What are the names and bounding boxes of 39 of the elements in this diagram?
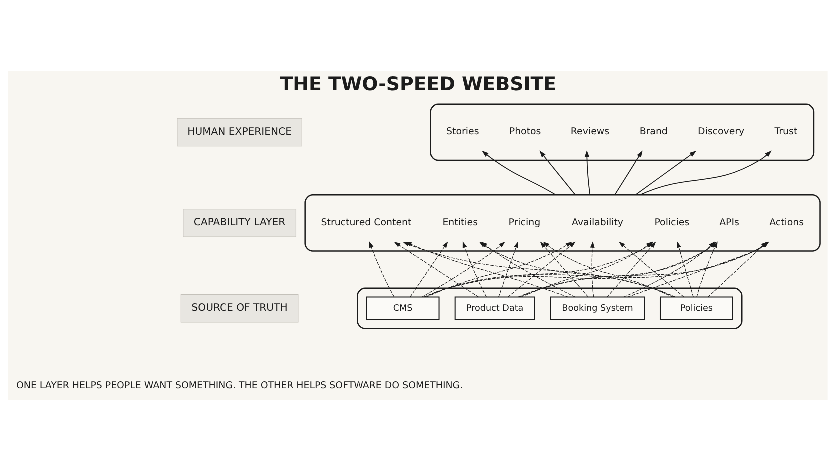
node-text: Actions bbox=[770, 217, 804, 228]
node-text: Pricing bbox=[508, 217, 541, 228]
node-text: Stories bbox=[446, 126, 480, 138]
arrow bbox=[482, 150, 557, 196]
node-text: Discovery bbox=[698, 126, 745, 138]
arrow bbox=[584, 150, 591, 196]
node-text: Structured Content bbox=[321, 217, 412, 228]
arrow bbox=[508, 242, 576, 298]
cluster bbox=[430, 104, 815, 162]
arrow bbox=[369, 242, 395, 298]
arrow bbox=[481, 242, 576, 298]
cluster bbox=[357, 288, 743, 330]
node-text: Policies bbox=[654, 217, 690, 228]
node-box: Booking System bbox=[550, 296, 646, 320]
arrow bbox=[640, 150, 772, 196]
diagram-title: THE TWO-SPEED WEBSITE bbox=[280, 74, 557, 96]
node-text: Brand bbox=[640, 126, 668, 138]
caption: ONE LAYER HELPS PEOPLE WANT SOMETHING. THE OTHER HELPS SOFTWARE DO SOMETHING. bbox=[16, 380, 464, 392]
node-box: Product Data bbox=[454, 296, 536, 320]
node-text: Trust bbox=[774, 126, 798, 138]
node-box: CAPABILITY LAYER bbox=[183, 209, 297, 238]
arrow bbox=[540, 150, 576, 196]
node-text: Reviews bbox=[570, 126, 610, 138]
node-text: Photos bbox=[509, 126, 542, 138]
node-box: HUMAN EXPERIENCE bbox=[177, 118, 302, 147]
node-text: Entities bbox=[442, 217, 478, 228]
arrow bbox=[590, 242, 595, 298]
arrow bbox=[677, 242, 694, 298]
arrow bbox=[410, 242, 448, 298]
cluster bbox=[304, 194, 821, 252]
arrow bbox=[614, 150, 643, 196]
node-text: APIs bbox=[720, 217, 740, 228]
arrow bbox=[498, 242, 518, 298]
arrow bbox=[635, 151, 697, 196]
node-box: Policies bbox=[660, 296, 734, 320]
arrow bbox=[540, 242, 589, 298]
node-text: Availability bbox=[572, 217, 624, 228]
node-box: CMS bbox=[366, 296, 440, 320]
node-box: SOURCE OF TRUTH bbox=[180, 294, 299, 323]
